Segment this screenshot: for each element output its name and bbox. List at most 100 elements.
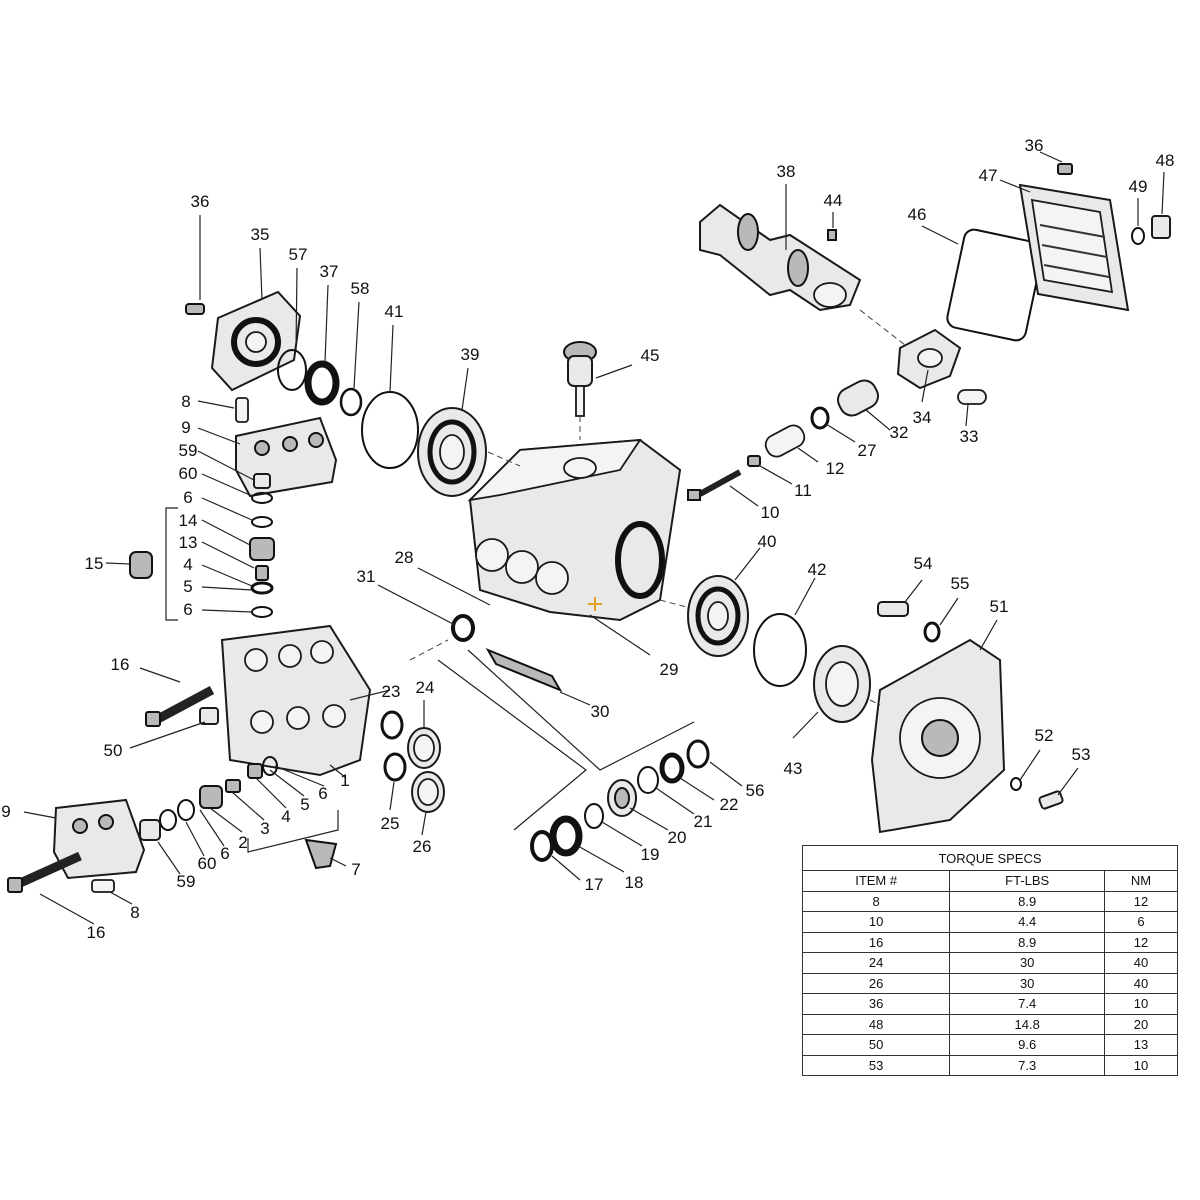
callout-label: 49 xyxy=(1129,177,1148,196)
part-seal-23 xyxy=(380,710,404,740)
callout-label: 1 xyxy=(340,771,349,790)
cell-nm: 10 xyxy=(1104,993,1178,1015)
part-cover-gasket xyxy=(946,228,1044,342)
callout-label: 2 xyxy=(238,833,247,852)
part-seal-31 xyxy=(451,614,475,642)
torque-table-header-row: ITEM # FT-LBS NM xyxy=(801,870,1178,892)
callout-label: 19 xyxy=(641,845,660,864)
callout-label: 56 xyxy=(746,781,765,800)
callout-label: 11 xyxy=(794,481,812,500)
part-bolt-53 xyxy=(1038,790,1064,810)
callout-label: 36 xyxy=(191,192,210,211)
table-row: 8 8.9 12 xyxy=(801,890,1178,912)
callout-label: 22 xyxy=(720,795,739,814)
part-washer xyxy=(810,406,830,430)
cell-nm: 12 xyxy=(1104,931,1178,953)
cell-ft-lbs: 7.4 xyxy=(949,993,1106,1015)
part-plunger xyxy=(764,424,806,458)
callout-label: 44 xyxy=(824,191,843,210)
part-crankshaft xyxy=(699,203,862,312)
part-drain-washer xyxy=(1131,227,1145,245)
cell-item: 48 xyxy=(801,1013,951,1035)
callout-label: 6 xyxy=(318,784,327,803)
callout-label: 53 xyxy=(1072,745,1091,764)
cell-ft-lbs: 9.6 xyxy=(949,1034,1106,1056)
callout-label: 25 xyxy=(381,814,400,833)
callout-label: 12 xyxy=(826,459,845,478)
part-plug-24 xyxy=(407,727,441,769)
header-item: ITEM # xyxy=(801,870,951,892)
part-manifold-bolt-upper xyxy=(235,397,249,423)
callout-label: 8 xyxy=(181,392,190,411)
callout-label: 34 xyxy=(913,408,932,427)
part-drain-plug xyxy=(1151,215,1171,239)
table-row: 26 30 40 xyxy=(801,972,1178,994)
cell-nm: 20 xyxy=(1104,1013,1178,1035)
part-long-bolt-lower xyxy=(7,851,82,893)
part-cover-plate-left xyxy=(185,290,302,392)
callout-label: 4 xyxy=(281,807,290,826)
callout-label: 39 xyxy=(461,345,480,364)
part-cover-bolt xyxy=(1057,163,1073,175)
leader-lines xyxy=(23,151,1165,925)
part-key xyxy=(827,229,837,241)
callout-label: 42 xyxy=(808,560,827,579)
part-unloader-7 xyxy=(304,838,338,870)
cursor-crosshair-icon xyxy=(588,597,602,611)
callout-label: 60 xyxy=(198,854,217,873)
callout-label: 17 xyxy=(585,875,604,894)
callout-label: 32 xyxy=(890,423,909,442)
assembly-axes xyxy=(409,309,906,706)
callout-label: 6 xyxy=(220,844,229,863)
table-row: 36 7.4 10 xyxy=(801,993,1178,1015)
callout-label: 20 xyxy=(668,828,687,847)
callout-label: 3 xyxy=(260,819,269,838)
callout-label: 58 xyxy=(351,279,370,298)
parts-group xyxy=(7,163,1171,893)
part-rear-cover xyxy=(1018,183,1130,312)
part-washer-52 xyxy=(1010,777,1022,791)
part-wrist-pin xyxy=(957,389,987,405)
part-connecting-rod xyxy=(896,328,962,390)
callout-label: 28 xyxy=(395,548,414,567)
callout-label: 10 xyxy=(761,503,780,522)
table-row: 10 4.4 6 xyxy=(801,911,1178,933)
callout-label: 5 xyxy=(183,577,192,596)
callout-label: 59 xyxy=(177,872,196,891)
callout-label: 38 xyxy=(777,162,796,181)
cell-item: 10 xyxy=(801,911,951,933)
part-shaft-seal-43 xyxy=(813,645,871,723)
part-nut xyxy=(747,455,761,467)
part-long-bolt-upper xyxy=(145,686,215,727)
cell-item: 24 xyxy=(801,952,951,974)
part-cover-strip xyxy=(485,647,563,693)
cell-nm: 40 xyxy=(1104,972,1178,994)
cell-ft-lbs: 4.4 xyxy=(949,911,1106,933)
callout-label: 24 xyxy=(416,678,435,697)
callout-label: 31 xyxy=(357,567,376,586)
cell-nm: 12 xyxy=(1104,890,1178,912)
header-ft-lbs: FT-LBS xyxy=(949,870,1106,892)
callout-label: 35 xyxy=(251,225,270,244)
callout-label: 29 xyxy=(660,660,679,679)
callout-label: 27 xyxy=(858,441,877,460)
callout-label: 9 xyxy=(1,802,10,821)
cell-item: 50 xyxy=(801,1034,951,1056)
cell-item: 16 xyxy=(801,931,951,953)
callout-label: 54 xyxy=(914,554,933,573)
part-manifold-bolt-lower xyxy=(91,879,115,893)
cell-nm: 10 xyxy=(1104,1054,1178,1076)
part-bolt-50 xyxy=(199,707,219,725)
part-oring-55 xyxy=(923,621,941,643)
callout-label: 16 xyxy=(111,655,130,674)
part-seal-pack xyxy=(530,739,710,862)
callout-label: 8 xyxy=(130,903,139,922)
callout-label: 43 xyxy=(784,759,803,778)
part-bearing-right xyxy=(687,575,749,657)
callout-label: 6 xyxy=(183,488,192,507)
callout-labels: 36 35 57 37 58 41 39 45 38 44 36 47 48 4… xyxy=(1,136,1174,942)
callout-label: 51 xyxy=(990,597,1009,616)
callout-label: 55 xyxy=(951,574,970,593)
callout-label: 14 xyxy=(179,511,198,530)
cell-item: 8 xyxy=(801,890,951,912)
